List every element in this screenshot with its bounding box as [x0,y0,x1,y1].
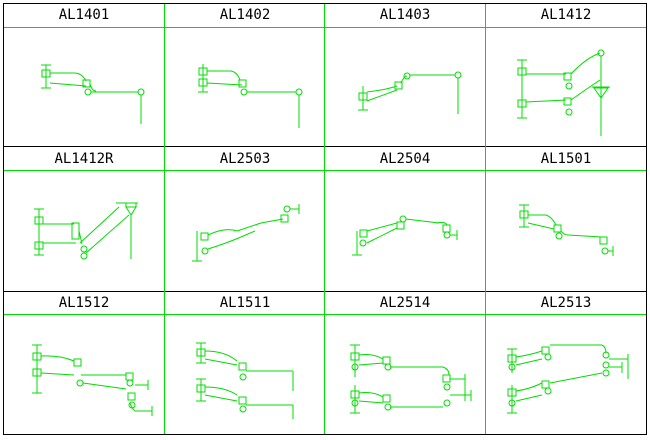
grid-line-v [485,4,486,434]
schematic-al1412 [486,28,646,146]
schematic-al2513 [486,315,646,433]
cell-label: AL2503 [219,151,271,167]
grid-line-h [4,314,646,315]
cell-label: AL1501 [540,151,592,167]
cell-label: AL1401 [58,7,110,23]
grid-line-h [4,170,646,171]
schematic-al2503 [165,171,325,291]
grid-line-h [4,27,646,28]
cell-label: AL2513 [540,295,592,311]
schematic-al1512 [4,315,164,433]
grid-line-v [164,4,165,434]
cell-label: AL1412R [54,151,114,167]
cell-label: AL2514 [379,295,431,311]
grid-line-h [4,291,646,292]
schematic-al2514 [325,315,485,433]
schematic-al1403 [325,28,485,146]
cell-label: AL2504 [379,151,431,167]
cell-label: AL1511 [219,295,271,311]
cell-label: AL1403 [379,7,431,23]
cell-label: AL1412 [540,7,592,23]
schematic-al1401 [4,28,164,146]
grid-line-v [324,4,325,434]
drawing-sheet: AL1401 AL1402 AL1403 AL1412 AL1412R AL25… [3,3,647,435]
schematic-al1412r [4,171,164,291]
cell-label: AL1402 [219,7,271,23]
schematic-al1511 [165,315,325,433]
cell-label: AL1512 [58,295,110,311]
grid-line-h [4,146,646,147]
outer-frame [3,3,647,435]
schematic-al1402 [165,28,325,146]
schematic-al1501 [486,171,646,291]
schematic-al2504 [325,171,485,291]
